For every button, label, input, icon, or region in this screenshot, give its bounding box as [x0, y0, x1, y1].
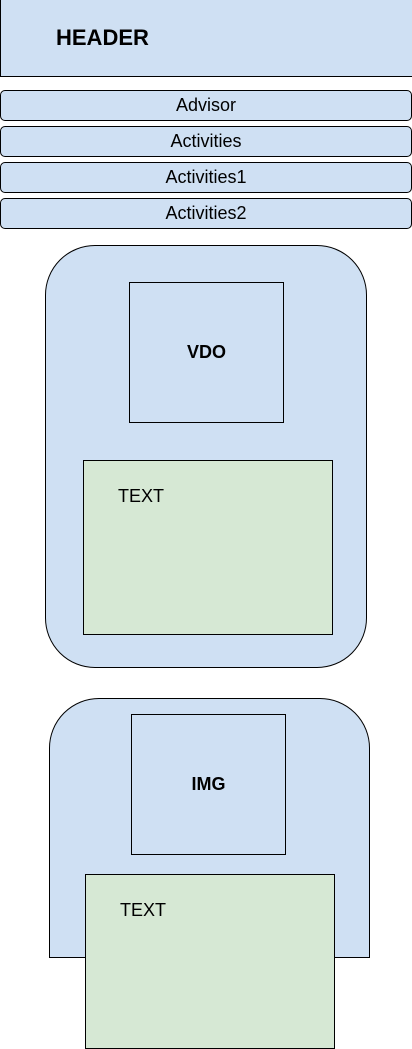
nav-item-advisor[interactable]: Advisor: [0, 90, 412, 121]
header-title: HEADER: [56, 25, 149, 50]
image-placeholder-label: IMG: [191, 774, 226, 794]
image-placeholder: IMG: [131, 714, 286, 855]
content-card-image: IMG TEXT: [49, 698, 370, 1049]
nav-item-activities2[interactable]: Activities2: [0, 198, 412, 229]
video-placeholder-label: VDO: [186, 342, 226, 362]
nav-item-activities[interactable]: Activities: [0, 126, 412, 157]
text-block: TEXT: [85, 874, 335, 1049]
header-bar: HEADER: [0, 0, 412, 77]
text-block: TEXT: [83, 460, 333, 635]
text-block-label: TEXT: [120, 900, 167, 920]
nav-item-activities1[interactable]: Activities1: [0, 162, 412, 193]
content-card-video: VDO TEXT: [45, 245, 367, 668]
video-placeholder[interactable]: VDO: [129, 282, 284, 423]
text-block-label: TEXT: [118, 486, 165, 506]
